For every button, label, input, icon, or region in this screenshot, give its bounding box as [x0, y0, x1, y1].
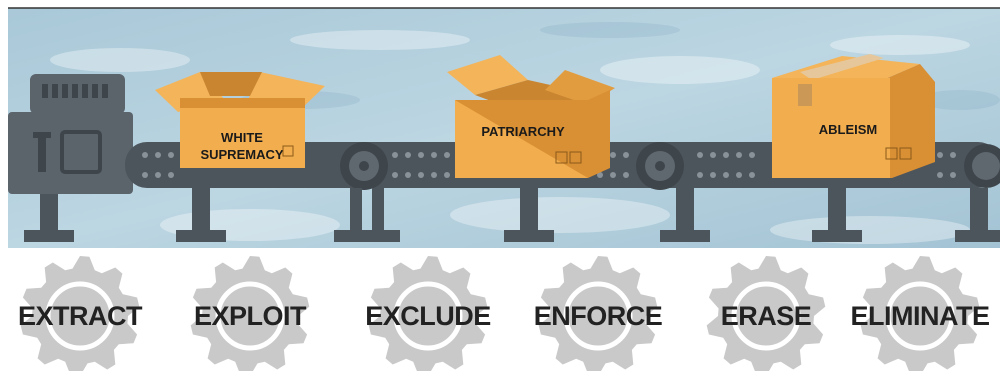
machine-window	[60, 130, 102, 174]
box-patriarchy: PATRIARCHY	[447, 55, 615, 178]
gear-icon	[706, 256, 826, 371]
roller	[340, 142, 388, 190]
gear-label: EXPLOIT	[194, 301, 307, 331]
gear-label: EXTRACT	[18, 301, 143, 331]
gear-enforce: ENFORCE	[534, 256, 663, 371]
gears-row: EXTRACT EXPLOIT EXCLUDE ENFORCE ERASE ELIMINA…	[18, 256, 990, 371]
gear-icon	[538, 256, 658, 371]
gear-icon	[860, 256, 980, 371]
box-ableism: ABLEISM	[772, 54, 935, 178]
machine	[8, 74, 133, 194]
conveyor-legs	[24, 188, 1000, 242]
box-label: ABLEISM	[819, 122, 878, 137]
gear-exploit: EXPLOIT	[190, 256, 310, 371]
box-white-supremacy: WHITE SUPREMACY	[155, 72, 325, 168]
box-label: SUPREMACY	[200, 147, 283, 162]
gear-label: EXCLUDE	[365, 301, 491, 331]
gear-erase: ERASE	[706, 256, 826, 371]
gear-extract: EXTRACT	[18, 256, 144, 371]
roller	[636, 142, 684, 190]
gear-eliminate: ELIMINATE	[851, 256, 990, 371]
gear-exclude: EXCLUDE	[365, 256, 491, 371]
gear-label: ERASE	[721, 301, 812, 331]
gear-label: ELIMINATE	[851, 301, 990, 331]
gear-icon	[20, 256, 140, 371]
roller	[964, 144, 1000, 188]
gear-icon	[368, 256, 488, 371]
gear-label: ENFORCE	[534, 301, 663, 331]
box-label: WHITE	[221, 130, 263, 145]
gear-icon	[190, 256, 310, 371]
box-label: PATRIARCHY	[481, 124, 565, 139]
